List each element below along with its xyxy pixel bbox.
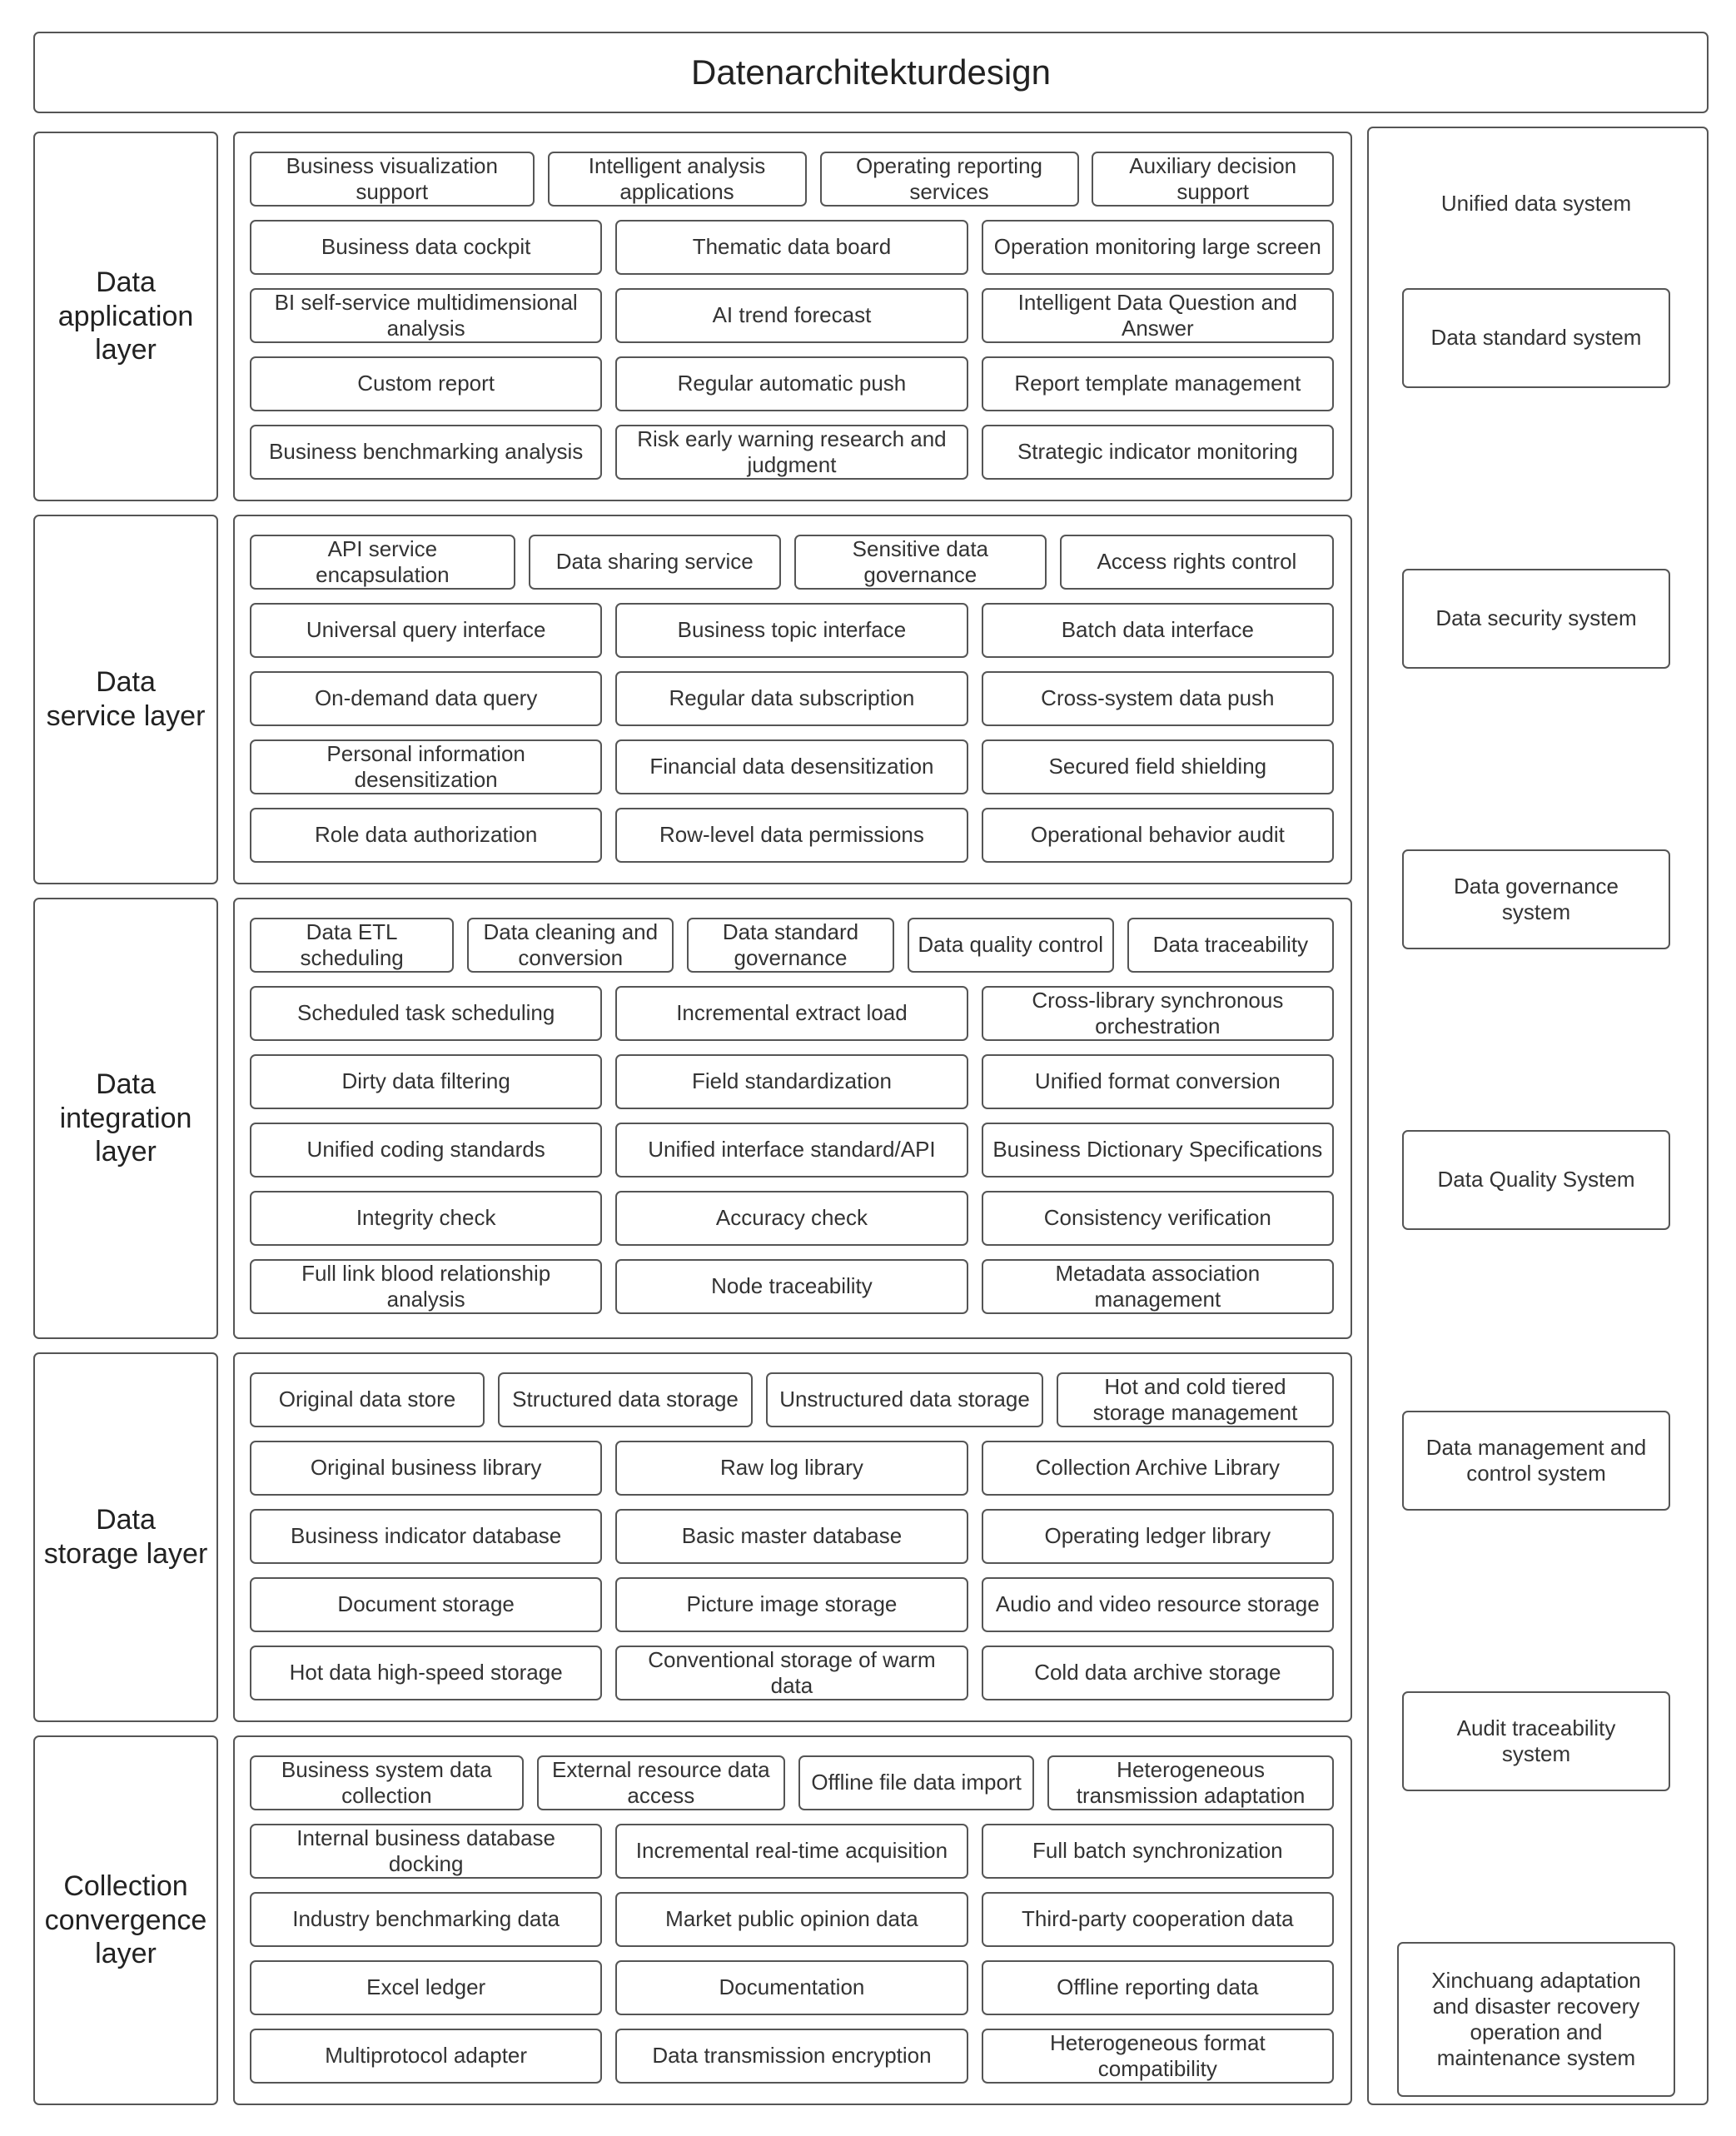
item-data-etl-scheduling: Data ETL scheduling bbox=[250, 918, 455, 973]
item-hot-data-high-speed-storage: Hot data high-speed storage bbox=[250, 1646, 603, 1700]
item-multiprotocol-adapter: Multiprotocol adapter bbox=[250, 2029, 603, 2084]
system-data-security-system: Data security system bbox=[1402, 569, 1670, 669]
item-excel-ledger: Excel ledger bbox=[250, 1960, 603, 2015]
item-financial-data-desensitization: Financial data desensitization bbox=[615, 739, 968, 794]
item-unstructured-data-storage: Unstructured data storage bbox=[766, 1372, 1043, 1427]
page-title: Datenarchitekturdesign bbox=[33, 32, 1709, 113]
item-incremental-extract-load: Incremental extract load bbox=[615, 986, 968, 1041]
item-full-batch-synchronization: Full batch synchronization bbox=[981, 1824, 1334, 1879]
item-access-rights-control: Access rights control bbox=[1059, 535, 1334, 590]
item-risk-early-warning-research-and-judgment: Risk early warning research and judgment bbox=[615, 425, 968, 480]
item-operating-reporting-services: Operating reporting services bbox=[819, 152, 1079, 207]
unified-data-system-panel bbox=[1367, 127, 1709, 2105]
item-picture-image-storage: Picture image storage bbox=[615, 1577, 968, 1632]
item-bi-self-service-multidimensional-analysi: BI self-service multidimensional analysi… bbox=[250, 288, 603, 343]
system-data-quality-system: Data Quality System bbox=[1402, 1130, 1670, 1230]
item-third-party-cooperation-data: Third-party cooperation data bbox=[981, 1892, 1334, 1947]
item-row-level-data-permissions: Row-level data permissions bbox=[615, 808, 968, 863]
item-sensitive-data-governance: Sensitive data governance bbox=[793, 535, 1047, 590]
item-conventional-storage-of-warm-data: Conventional storage of warm data bbox=[615, 1646, 968, 1700]
item-original-data-store: Original data store bbox=[250, 1372, 485, 1427]
item-metadata-association-management: Metadata association management bbox=[981, 1259, 1334, 1314]
item-integrity-check: Integrity check bbox=[250, 1191, 603, 1246]
unified-data-system-header: Unified data system bbox=[1440, 191, 1632, 217]
item-custom-report: Custom report bbox=[250, 356, 603, 411]
item-unified-format-conversion: Unified format conversion bbox=[981, 1054, 1334, 1109]
layer-label: Data storage layer bbox=[33, 1352, 218, 1722]
item-audio-and-video-resource-storage: Audio and video resource storage bbox=[981, 1577, 1334, 1632]
item-business-indicator-database: Business indicator database bbox=[250, 1509, 603, 1564]
item-heterogeneous-transmission-adaptation: Heterogeneous transmission adaptation bbox=[1047, 1755, 1334, 1810]
item-intelligent-data-question-and-answer: Intelligent Data Question and Answer bbox=[981, 288, 1334, 343]
item-external-resource-data-access: External resource data access bbox=[536, 1755, 785, 1810]
item-personal-information-desensitization: Personal information desensitization bbox=[250, 739, 603, 794]
item-collection-archive-library: Collection Archive Library bbox=[981, 1441, 1334, 1496]
item-data-cleaning-and-conversion: Data cleaning and conversion bbox=[467, 918, 674, 973]
item-data-sharing-service: Data sharing service bbox=[528, 535, 781, 590]
item-business-benchmarking-analysis: Business benchmarking analysis bbox=[250, 425, 603, 480]
item-report-template-management: Report template management bbox=[981, 356, 1334, 411]
system-xinchuang-adaptation-and-disaster-recove: Xinchuang adaptation and disaster recove… bbox=[1397, 1942, 1675, 2097]
item-dirty-data-filtering: Dirty data filtering bbox=[250, 1054, 603, 1109]
item-market-public-opinion-data: Market public opinion data bbox=[615, 1892, 968, 1947]
item-data-traceability: Data traceability bbox=[1127, 918, 1334, 973]
layer-label: Data service layer bbox=[33, 515, 218, 884]
item-offline-reporting-data: Offline reporting data bbox=[981, 1960, 1334, 2015]
item-regular-automatic-push: Regular automatic push bbox=[615, 356, 968, 411]
item-operational-behavior-audit: Operational behavior audit bbox=[981, 808, 1334, 863]
item-strategic-indicator-monitoring: Strategic indicator monitoring bbox=[981, 425, 1334, 480]
layer-label: Collection convergence layer bbox=[33, 1735, 218, 2105]
item-industry-benchmarking-data: Industry benchmarking data bbox=[250, 1892, 603, 1947]
item-role-data-authorization: Role data authorization bbox=[250, 808, 603, 863]
item-documentation: Documentation bbox=[615, 1960, 968, 2015]
item-basic-master-database: Basic master database bbox=[615, 1509, 968, 1564]
item-cross-library-synchronous-orchestration: Cross-library synchronous orchestration bbox=[981, 986, 1334, 1041]
item-offline-file-data-import: Offline file data import bbox=[798, 1755, 1035, 1810]
item-full-link-blood-relationship-analysis: Full link blood relationship analysis bbox=[250, 1259, 603, 1314]
item-intelligent-analysis-applications: Intelligent analysis applications bbox=[547, 152, 807, 207]
item-business-system-data-collection: Business system data collection bbox=[250, 1755, 524, 1810]
layer-label: Data integration layer bbox=[33, 898, 218, 1339]
item-incremental-real-time-acquisition: Incremental real-time acquisition bbox=[615, 1824, 968, 1879]
item-structured-data-storage: Structured data storage bbox=[498, 1372, 753, 1427]
item-api-service-encapsulation: API service encapsulation bbox=[250, 535, 515, 590]
item-hot-and-cold-tiered-storage-management: Hot and cold tiered storage management bbox=[1057, 1372, 1334, 1427]
item-consistency-verification: Consistency verification bbox=[981, 1191, 1334, 1246]
system-data-standard-system: Data standard system bbox=[1402, 288, 1670, 388]
item-secured-field-shielding: Secured field shielding bbox=[981, 739, 1334, 794]
item-operating-ledger-library: Operating ledger library bbox=[981, 1509, 1334, 1564]
system-data-management-and-control-system: Data management and control system bbox=[1402, 1411, 1670, 1511]
item-operation-monitoring-large-screen: Operation monitoring large screen bbox=[981, 220, 1334, 275]
item-original-business-library: Original business library bbox=[250, 1441, 603, 1496]
system-audit-traceability-system: Audit traceability system bbox=[1402, 1691, 1670, 1791]
item-scheduled-task-scheduling: Scheduled task scheduling bbox=[250, 986, 603, 1041]
item-accuracy-check: Accuracy check bbox=[615, 1191, 968, 1246]
item-internal-business-database-docking: Internal business database docking bbox=[250, 1824, 603, 1879]
item-raw-log-library: Raw log library bbox=[615, 1441, 968, 1496]
item-batch-data-interface: Batch data interface bbox=[981, 603, 1334, 658]
item-business-dictionary-specifications: Business Dictionary Specifications bbox=[981, 1123, 1334, 1178]
item-auxiliary-decision-support: Auxiliary decision support bbox=[1092, 152, 1334, 207]
item-cold-data-archive-storage: Cold data archive storage bbox=[981, 1646, 1334, 1700]
item-regular-data-subscription: Regular data subscription bbox=[615, 671, 968, 726]
item-business-visualization-support: Business visualization support bbox=[250, 152, 535, 207]
item-cross-system-data-push: Cross-system data push bbox=[981, 671, 1334, 726]
item-thematic-data-board: Thematic data board bbox=[615, 220, 968, 275]
item-heterogeneous-format-compatibility: Heterogeneous format compatibility bbox=[981, 2029, 1334, 2084]
item-data-transmission-encryption: Data transmission encryption bbox=[615, 2029, 968, 2084]
item-on-demand-data-query: On-demand data query bbox=[250, 671, 603, 726]
item-node-traceability: Node traceability bbox=[615, 1259, 968, 1314]
item-document-storage: Document storage bbox=[250, 1577, 603, 1632]
item-business-topic-interface: Business topic interface bbox=[615, 603, 968, 658]
system-data-governance-system: Data governance system bbox=[1402, 849, 1670, 949]
item-data-quality-control: Data quality control bbox=[907, 918, 1114, 973]
item-universal-query-interface: Universal query interface bbox=[250, 603, 603, 658]
item-unified-interface-standard-api: Unified interface standard/API bbox=[615, 1123, 968, 1178]
item-data-standard-governance: Data standard governance bbox=[687, 918, 894, 973]
item-ai-trend-forecast: AI trend forecast bbox=[615, 288, 968, 343]
item-business-data-cockpit: Business data cockpit bbox=[250, 220, 603, 275]
layer-label: Data application layer bbox=[33, 132, 218, 501]
item-field-standardization: Field standardization bbox=[615, 1054, 968, 1109]
item-unified-coding-standards: Unified coding standards bbox=[250, 1123, 603, 1178]
